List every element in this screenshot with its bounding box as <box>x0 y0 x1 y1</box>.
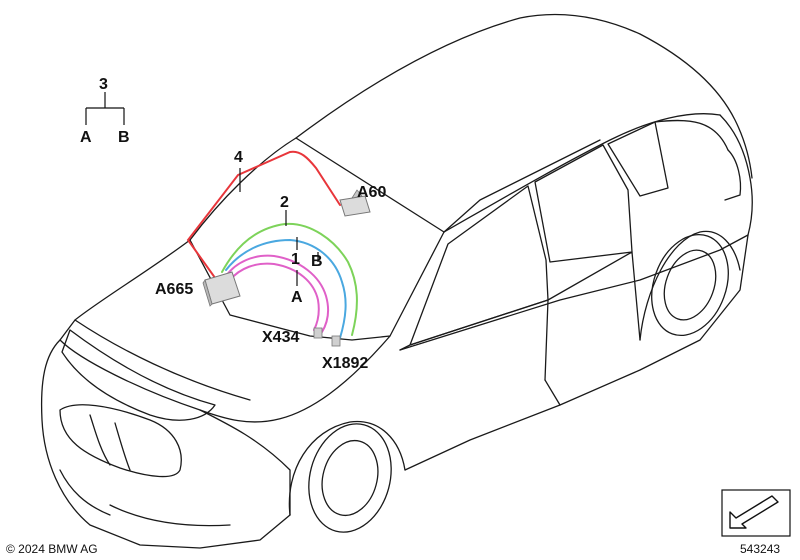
label-x1892: X1892 <box>322 355 368 372</box>
front-side-window <box>409 185 549 346</box>
car-outline <box>40 13 753 549</box>
label-tree-right: B <box>118 129 130 146</box>
rear-side-window <box>534 144 633 263</box>
copyright: © 2024 BMW AG <box>6 542 98 556</box>
label-a665: A665 <box>155 281 193 298</box>
quarter-window <box>607 121 669 197</box>
wire-4 <box>186 150 341 283</box>
rear-door <box>547 251 641 341</box>
headlight <box>61 329 216 421</box>
car-roof-outline <box>295 13 753 179</box>
wire-2 <box>221 222 358 336</box>
diagram-number: 543243 <box>740 542 780 556</box>
connector-x434 <box>313 327 323 339</box>
label-a60: A60 <box>357 184 386 201</box>
front-wheel <box>308 423 392 533</box>
label-part-2: 2 <box>280 194 289 211</box>
label-part-1: 1 <box>291 251 300 268</box>
label-part-b: B <box>311 253 323 270</box>
label-part-a: A <box>291 289 303 306</box>
wire-a <box>225 254 330 333</box>
part-labels: 3 A B 4 2 1 B A A60 A665 X434 X1892 <box>80 76 386 372</box>
label-tree-parent: 3 <box>99 76 108 93</box>
wire-harnesses <box>186 150 358 339</box>
leader-lines <box>85 92 319 286</box>
wire-b <box>229 262 320 331</box>
rear-wheel <box>651 233 729 337</box>
wire-1 <box>225 238 347 339</box>
front-door <box>399 299 549 381</box>
rear-wheel-arch <box>639 230 741 341</box>
hood <box>59 239 391 423</box>
label-tree-left: A <box>80 129 92 146</box>
front-bumper <box>40 339 291 549</box>
kidney-grille <box>59 404 182 478</box>
label-part-4: 4 <box>234 149 243 166</box>
component-a60 <box>339 189 371 217</box>
label-x434: X434 <box>262 329 299 346</box>
front-wheel-arch <box>288 420 406 516</box>
component-a665 <box>202 271 241 307</box>
windshield <box>189 137 445 341</box>
connector-x1892 <box>331 335 341 347</box>
view-direction-icon <box>721 489 791 537</box>
